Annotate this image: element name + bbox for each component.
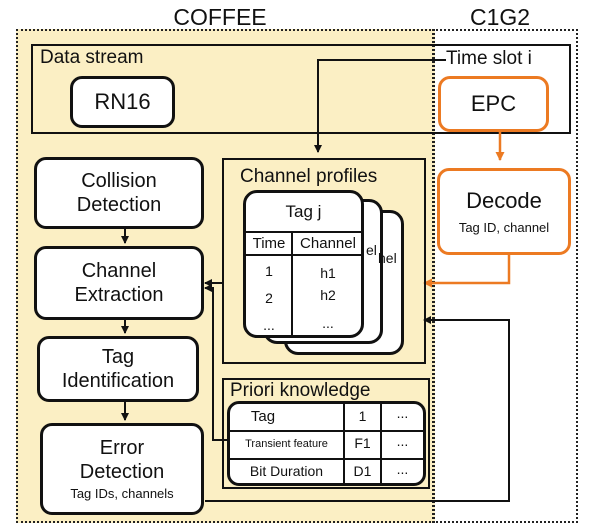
- profile-row-3-channel: ...: [322, 315, 334, 331]
- profile-row-3-time: ...: [263, 317, 275, 333]
- priori-row-2-name: Transient feature: [245, 438, 328, 450]
- profile-card-tag-j: Tag j Time Channel 1 h1 2 h2 ... ...: [243, 190, 364, 338]
- priori-knowledge-label: Priori knowledge: [230, 380, 371, 401]
- priori-row-divider-2: [230, 458, 423, 460]
- collision-detection-box: Collision Detection: [34, 157, 204, 229]
- profile-header-divider: [246, 231, 361, 233]
- epc-box: EPC: [438, 76, 549, 132]
- error-line-2: Detection: [79, 461, 165, 484]
- channel-line-2: Extraction: [74, 284, 164, 306]
- priori-row-3-name: Bit Duration: [249, 463, 324, 479]
- profile-row-2-time: 2: [265, 290, 273, 306]
- profile-col-divider: [291, 231, 293, 335]
- channel-line-1: Channel: [81, 260, 157, 282]
- profile-back-peek-1: el: [366, 242, 377, 258]
- priori-row-1-more: ...: [396, 405, 409, 421]
- priori-table: Tag 1 ... Transient feature F1 ... Bit D…: [227, 401, 426, 486]
- data-stream-label: Data stream: [40, 47, 144, 68]
- priori-row-2-more: ...: [396, 433, 409, 449]
- decode-subtitle: Tag ID, channel: [458, 220, 550, 235]
- tagid-line-1: Tag: [101, 346, 135, 368]
- profile-row-1-time: 1: [265, 263, 273, 279]
- decode-title: Decode: [466, 188, 542, 213]
- error-subtitle: Tag IDs, channels: [70, 486, 174, 502]
- priori-col-divider-2: [380, 404, 382, 483]
- rn16-box: RN16: [70, 76, 175, 128]
- profile-back-peek-2: hel: [378, 250, 397, 266]
- priori-row-2-value: F1: [354, 435, 371, 451]
- arrow-error-feedback: [205, 316, 510, 502]
- epc-label: EPC: [470, 91, 517, 116]
- collision-line-1: Collision: [81, 170, 157, 192]
- error-detection-box: Error Detection Tag IDs, channels: [40, 423, 204, 515]
- coffee-header: COFFEE: [173, 4, 267, 30]
- profile-row-1-channel: h1: [320, 265, 336, 281]
- profile-card-title: Tag j: [285, 202, 322, 221]
- channel-profiles-panel: [222, 158, 426, 364]
- priori-row-3-more: ...: [396, 461, 409, 477]
- priori-col-divider-1: [343, 404, 345, 483]
- data-stream-panel: [31, 44, 571, 134]
- profile-row-divider: [246, 254, 361, 256]
- priori-row-1-name: Tag: [250, 408, 276, 425]
- c1g2-header: C1G2: [469, 4, 531, 30]
- c1g2-region: [432, 29, 578, 523]
- channel-extraction-box: Channel Extraction: [34, 246, 204, 320]
- tagid-line-2: Identification: [61, 370, 175, 392]
- arrow-priori-to-extraction: [204, 284, 229, 441]
- priori-row-3-value: D1: [353, 463, 372, 479]
- rn16-label: RN16: [94, 88, 151, 114]
- profile-col-channel: Channel: [300, 235, 356, 252]
- profile-col-time: Time: [252, 235, 286, 252]
- priori-row-divider-1: [230, 430, 423, 432]
- error-line-1: Error: [99, 437, 145, 460]
- arrow-timeslot-to-profiles: [314, 59, 446, 153]
- arrow-decode-to-profiles: [423, 255, 511, 288]
- decode-box: Decode Tag ID, channel: [437, 168, 571, 255]
- channel-profiles-label: Channel profiles: [240, 166, 378, 187]
- time-slot-label: Time slot i: [446, 48, 532, 69]
- tag-identification-box: Tag Identification: [37, 336, 199, 402]
- collision-line-2: Detection: [76, 194, 162, 216]
- priori-row-1-value: 1: [358, 408, 367, 424]
- profile-row-2-channel: h2: [320, 287, 336, 303]
- priori-knowledge-panel: [222, 378, 430, 489]
